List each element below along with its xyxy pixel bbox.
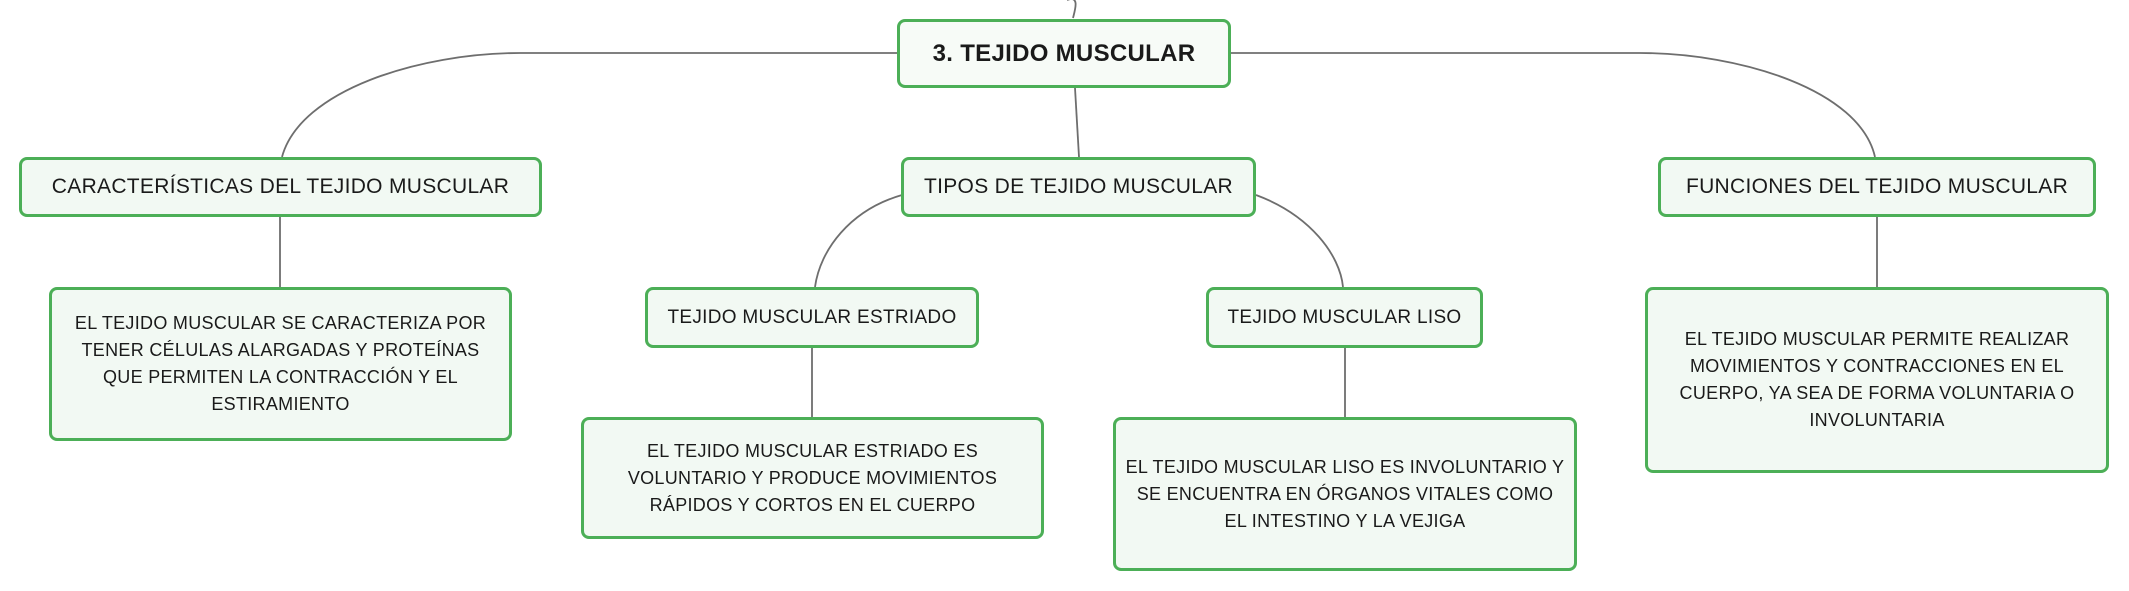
topic-caracteristicas-label: CARACTERÍSTICAS DEL TEJIDO MUSCULAR (51, 175, 510, 198)
subtopic-estriado-label: TEJIDO MUSCULAR ESTRIADO (667, 306, 957, 328)
topic-caracteristicas[interactable]: CARACTERÍSTICAS DEL TEJIDO MUSCULAR (19, 157, 542, 217)
topic-tipos[interactable]: TIPOS DE TEJIDO MUSCULAR (901, 157, 1256, 217)
note-funciones[interactable]: EL TEJIDO MUSCULAR PERMITE REALIZAR MOVI… (1645, 287, 2109, 473)
note-funciones-text: EL TEJIDO MUSCULAR PERMITE REALIZAR MOVI… (1679, 329, 2075, 430)
connector-parent-to-root (1067, 0, 1077, 19)
topic-funciones-label: FUNCIONES DEL TEJIDO MUSCULAR (1685, 175, 2069, 198)
note-estriado-text: EL TEJIDO MUSCULAR ESTRIADO ES VOLUNTARI… (627, 440, 998, 515)
note-caracteristicas[interactable]: EL TEJIDO MUSCULAR SE CARACTERIZA POR TE… (49, 287, 512, 441)
note-liso[interactable]: EL TEJIDO MUSCULAR LISO ES INVOLUNTARIO … (1113, 417, 1577, 571)
topic-tipos-label: TIPOS DE TEJIDO MUSCULAR (923, 175, 1234, 198)
note-estriado[interactable]: EL TEJIDO MUSCULAR ESTRIADO ES VOLUNTARI… (581, 417, 1044, 539)
topic-funciones[interactable]: FUNCIONES DEL TEJIDO MUSCULAR (1658, 157, 2096, 217)
subtopic-liso-label: TEJIDO MUSCULAR LISO (1227, 306, 1462, 328)
subtopic-estriado[interactable]: TEJIDO MUSCULAR ESTRIADO (645, 287, 979, 348)
connector-tipos-to-liso (1255, 194, 1344, 288)
root-node[interactable]: 3. TEJIDO MUSCULAR (897, 19, 1231, 88)
root-label: 3. TEJIDO MUSCULAR (932, 39, 1196, 67)
note-liso-text: EL TEJIDO MUSCULAR LISO ES INVOLUNTARIO … (1125, 456, 1565, 531)
note-caracteristicas-text: EL TEJIDO MUSCULAR SE CARACTERIZA POR TE… (74, 313, 487, 414)
subtopic-liso[interactable]: TEJIDO MUSCULAR LISO (1206, 287, 1483, 348)
connector-tipos-to-estriado (814, 194, 903, 288)
connector-root-to-tipos (1074, 87, 1080, 158)
connector-root-to-caracteristicas (281, 52, 897, 158)
connector-root-to-funciones (1231, 52, 1876, 158)
